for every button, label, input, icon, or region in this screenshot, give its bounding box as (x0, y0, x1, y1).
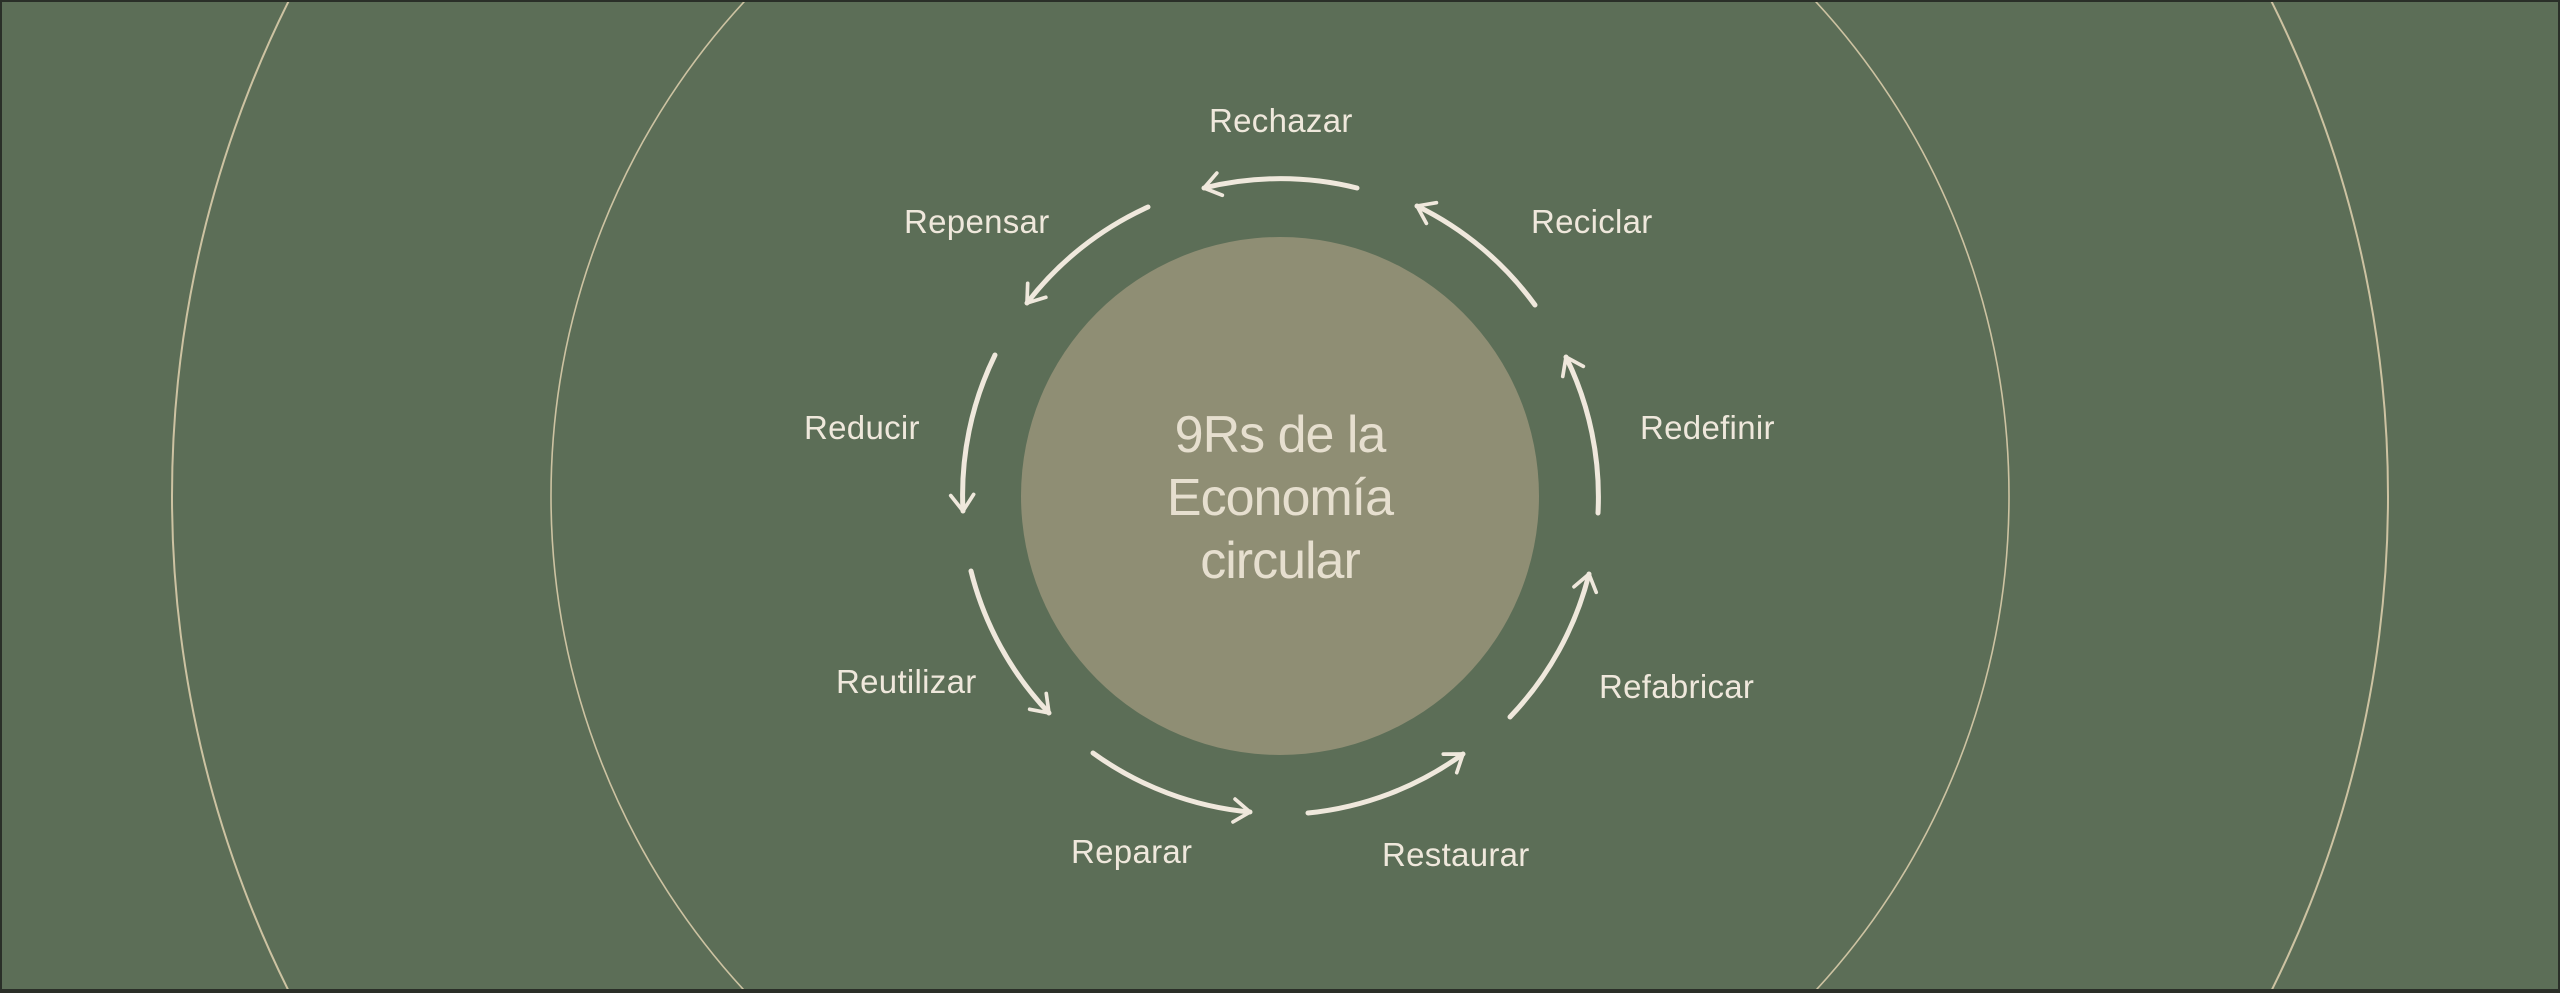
arrow-rechazar-icon (1201, 171, 1360, 198)
label-reciclar: Reciclar (1531, 203, 1653, 240)
title-line-1: 9Rs de la (1174, 406, 1387, 464)
label-repensar: Repensar (904, 203, 1050, 240)
center-circle (1021, 237, 1539, 755)
label-rechazar: Rechazar (1209, 102, 1353, 139)
label-reducir: Reducir (804, 409, 920, 446)
arrow-restaurar-icon (1305, 751, 1466, 816)
inner-ring (550, 2, 2010, 989)
label-restaurar: Restaurar (1382, 836, 1530, 873)
arrow-reparar-icon (1090, 750, 1253, 824)
diagram-title: 9Rs de la Economía circular (1080, 404, 1480, 593)
title-line-2: Economía (1166, 469, 1394, 527)
arrow-redefinir-icon (1560, 354, 1601, 516)
label-reparar: Reparar (1071, 833, 1193, 870)
outer-ring (171, 2, 2389, 989)
arrow-repensar-icon (1024, 204, 1151, 306)
title-line-3: circular (1200, 532, 1361, 590)
label-refabricar: Refabricar (1599, 668, 1755, 705)
arrow-reciclar-icon (1414, 200, 1538, 308)
label-redefinir: Redefinir (1640, 409, 1775, 446)
arrow-reducir-icon (948, 352, 998, 514)
arrow-reutilizar-icon (968, 568, 1052, 716)
label-reutilizar: Reutilizar (836, 663, 977, 700)
arrow-refabricar-icon (1507, 571, 1599, 720)
